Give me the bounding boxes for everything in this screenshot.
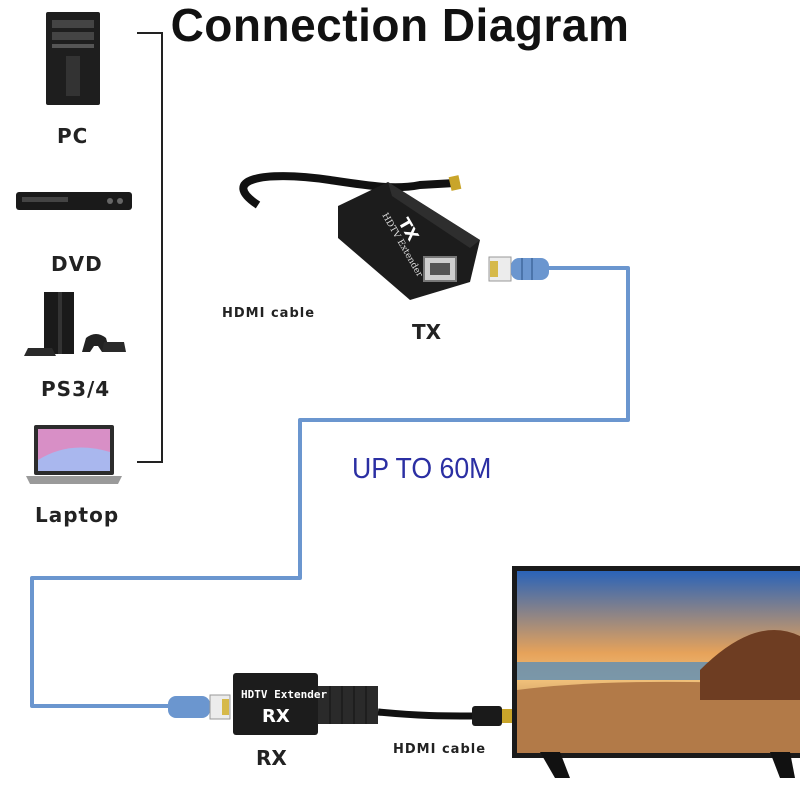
rx-hdmi-cable <box>377 708 477 720</box>
tx-rj45-plug <box>488 256 549 282</box>
source-label-laptop: Laptop <box>35 503 120 527</box>
rx-device-model: RX <box>262 706 290 727</box>
rx-extender-device: HDTV Extender RX <box>233 673 378 735</box>
dvd-player-icon <box>16 192 132 210</box>
tx-label: TX <box>412 320 442 344</box>
rx-device-brand: HDTV Extender <box>241 688 327 701</box>
source-label-pc: PC <box>57 124 89 148</box>
diagram-title: Connection Diagram <box>170 0 630 51</box>
laptop-icon <box>26 425 122 484</box>
tx-extender-device: TX HDTV Extender <box>239 172 480 300</box>
tv-display <box>512 566 800 778</box>
source-bracket <box>137 32 163 463</box>
rx-label: RX <box>256 746 287 770</box>
source-label-dvd: DVD <box>51 252 103 276</box>
source-label-ps: PS3/4 <box>41 377 111 401</box>
network-cable <box>30 266 630 708</box>
distance-label: UP TO 60M <box>352 453 492 485</box>
game-console-icon <box>24 292 126 356</box>
rx-hdmi-cable-label: HDMI cable <box>393 742 487 757</box>
rx-rj45-plug <box>168 694 231 720</box>
rx-hdmi-plug <box>472 706 502 726</box>
tx-hdmi-cable-label: HDMI cable <box>222 306 316 321</box>
pc-tower-icon <box>46 12 100 105</box>
